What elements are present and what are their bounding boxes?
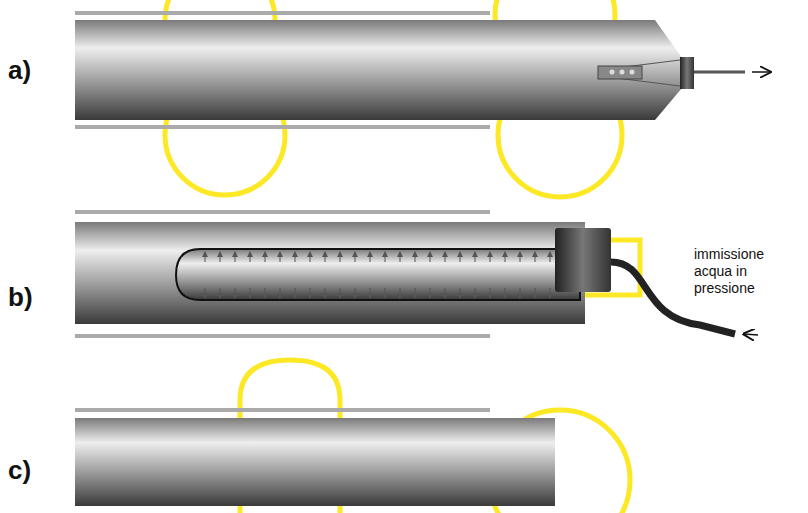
panel-label: b)	[8, 282, 33, 313]
panel-label: a)	[8, 55, 31, 86]
panel-label: c)	[8, 455, 31, 486]
annotation: immissione acqua in pressione	[694, 246, 804, 297]
